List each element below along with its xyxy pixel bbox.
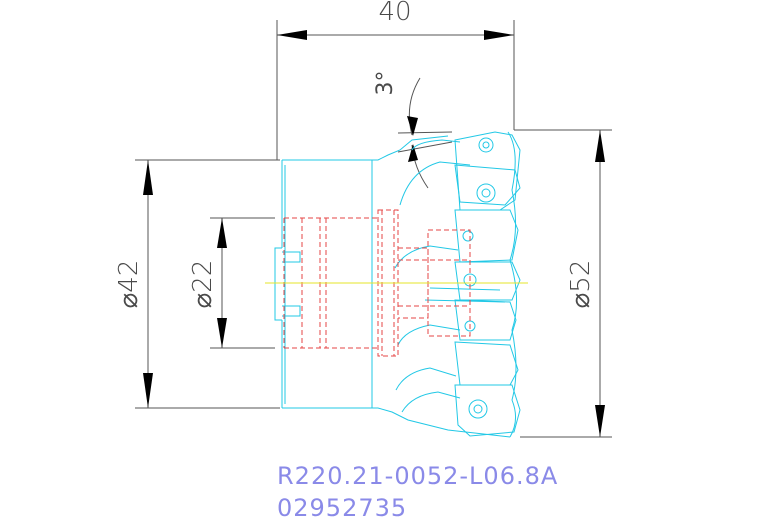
length-dimension-label: 40	[378, 0, 411, 27]
cutter-outline	[274, 131, 521, 438]
dimension-lines	[135, 20, 612, 438]
part-number: 02952735	[277, 494, 407, 522]
part-designation: R220.21-0052-L06.8A	[277, 462, 558, 490]
bore-diameter-label: ⌀22	[188, 260, 218, 309]
angle-dimension-label: 3°	[373, 71, 398, 96]
cutting-diameter-label: ⌀52	[566, 260, 596, 309]
shank-diameter-label: ⌀42	[114, 260, 144, 309]
dimension-arrows	[143, 30, 605, 437]
